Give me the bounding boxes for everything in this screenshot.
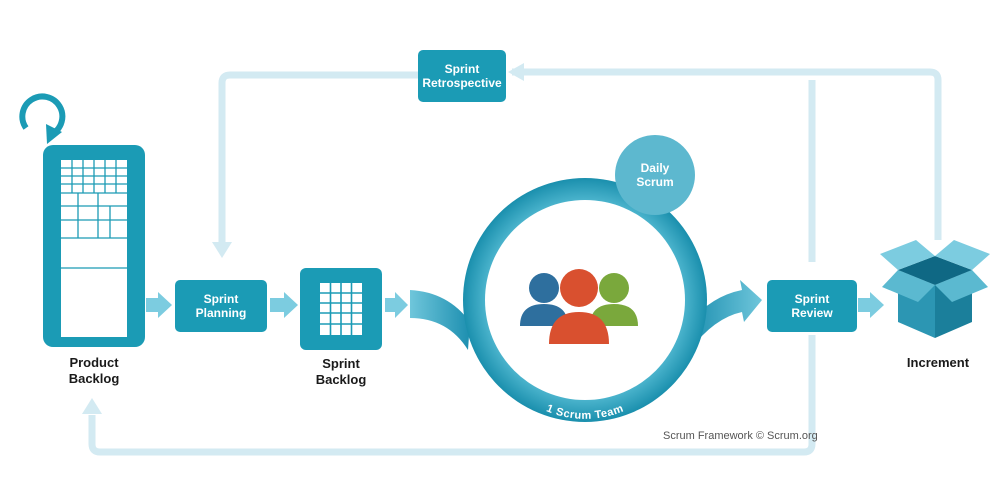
product-backlog-caption-line1: Product [69,355,119,370]
sprint-planning-label-line1: Sprint [203,292,239,306]
sprint-backlog-caption: Sprint Backlog [281,356,401,388]
team-icon [520,269,638,344]
swoop-into-sprint [410,290,470,350]
sprint-backlog-grid-lines [320,283,362,335]
arrowhead-to-retrospective [508,63,524,81]
open-box-icon [880,240,990,338]
sprint-retrospective-label-line1: Sprint [444,62,480,76]
swoop-out-of-sprint [690,280,762,350]
sprint-review-label-line2: Review [791,306,833,320]
product-backlog-caption: Product Backlog [34,355,154,387]
arrowhead-to-backlog [82,398,102,414]
refresh-icon [19,93,66,144]
sprint-review-label: Sprint Review [767,280,857,332]
sprint-retrospective-label-line2: Retrospective [422,76,502,90]
daily-scrum-label-line1: Daily [640,161,670,175]
arrowhead-to-planning [212,242,232,258]
retrospective-loop-path [218,68,942,262]
sprint-backlog-caption-line1: Sprint [322,356,360,371]
sprint-planning-box [175,280,267,332]
sprint-review-label-line1: Sprint [794,292,830,306]
daily-scrum-label-line2: Scrum [636,175,674,189]
sprint-backlog-caption-line2: Backlog [315,372,367,387]
flow-arrow-review-to-increment [858,292,884,318]
flow-arrow-sprint-backlog-to-swoop [385,292,408,318]
flow-arrow-planning-to-sprint-backlog [270,292,298,318]
return-to-backlog-path [88,335,816,456]
product-backlog-grid-lines [61,160,127,269]
daily-scrum-label: Daily Scrum [615,135,695,215]
sprint-planning-label-line2: Planning [195,306,247,320]
increment-caption: Increment [906,355,970,370]
credit-text: Scrum Framework © Scrum.org [663,430,818,442]
sprint-retrospective-box [418,50,506,102]
daily-scrum-bubble [615,135,695,215]
sprint-planning-label: Sprint Planning [175,280,267,332]
sprint-review-box [767,280,857,332]
sprint-retrospective-label: Sprint Retrospective [418,50,506,102]
product-backlog-caption-line2: Backlog [68,371,120,386]
flow-arrow-backlog-to-planning [146,292,172,318]
